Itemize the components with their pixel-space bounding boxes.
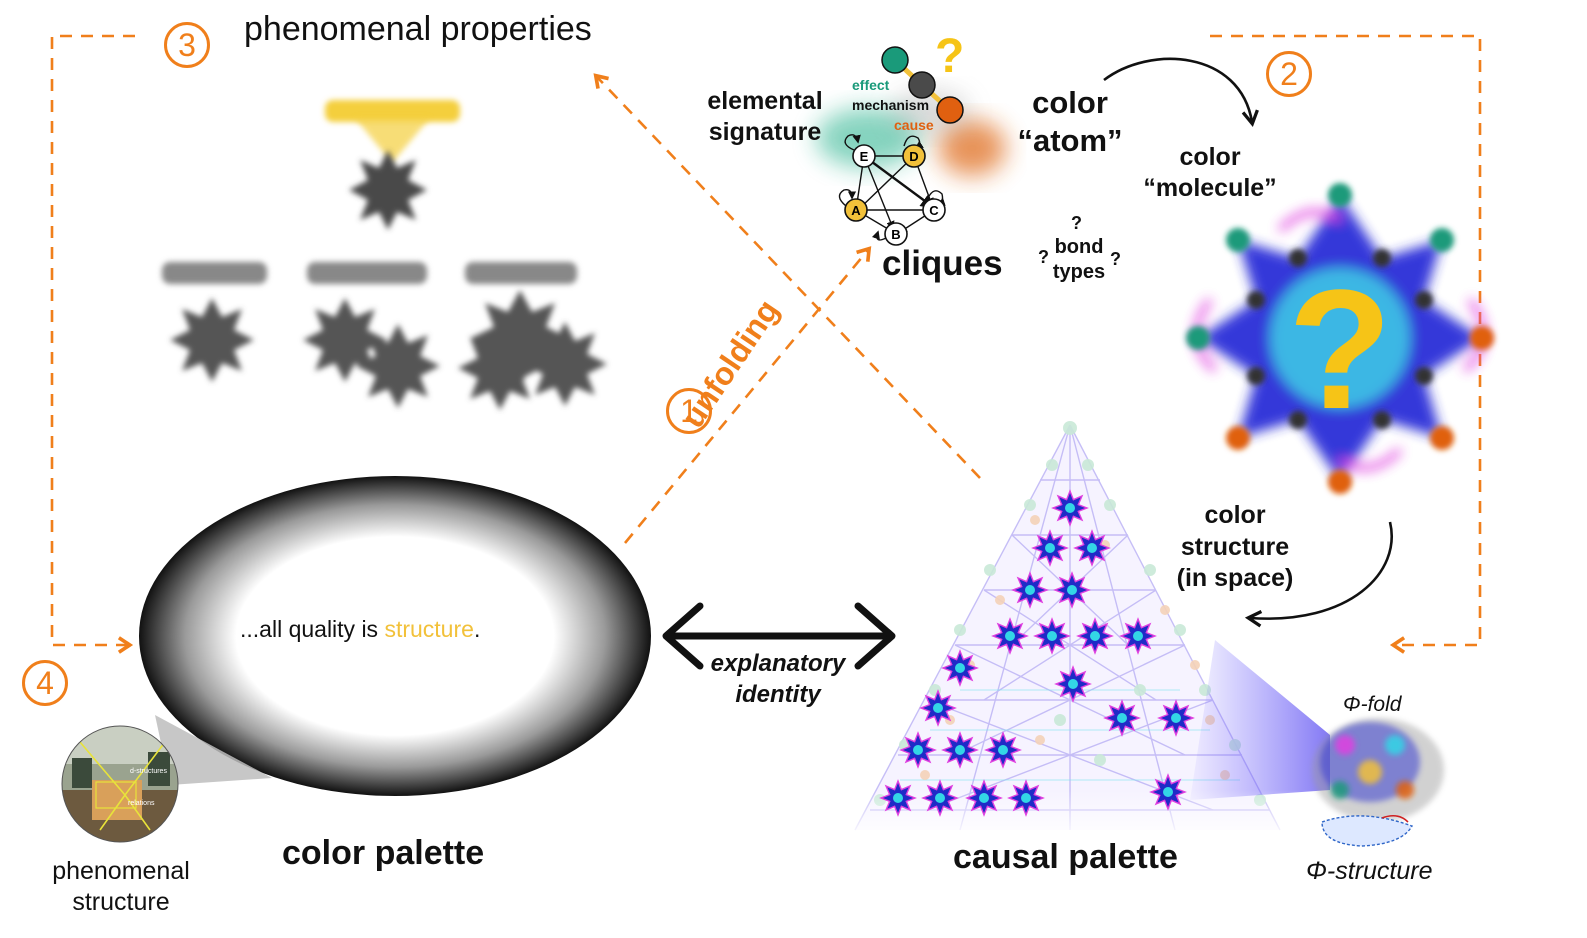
- phi-fold-label: Φ-fold: [1343, 693, 1402, 716]
- causal-palette-pyramid: [820, 421, 1330, 840]
- palette-star: [1051, 489, 1089, 527]
- clique-node-c: C: [922, 198, 946, 222]
- svg-text:d-structures: d-structures: [130, 768, 167, 775]
- properties-arrow: [593, 73, 981, 479]
- bond-types-label: bond types: [1052, 236, 1106, 283]
- palette-star: [921, 779, 959, 817]
- palette-star: [1007, 779, 1045, 817]
- clique-node-e: E: [852, 144, 876, 168]
- step-4-badge: 4: [22, 660, 68, 706]
- palette-star: [1031, 529, 1069, 567]
- speech-tail: [155, 715, 272, 785]
- causal-palette-label: causal palette: [953, 838, 1178, 876]
- palette-star: [1149, 773, 1187, 811]
- palette-star: [899, 731, 937, 769]
- molecule-to-structure-arrow: [1244, 521, 1393, 628]
- bond-types-q-right: ?: [1110, 249, 1121, 269]
- step-2-badge: 2: [1266, 51, 1312, 97]
- phenomenal-properties-title: phenomenal properties: [244, 10, 592, 48]
- quote-prefix: ...all quality is: [240, 616, 385, 642]
- quote-highlight: structure: [384, 616, 474, 642]
- svg-text:relations: relations: [128, 800, 155, 807]
- palette-star: [984, 731, 1022, 769]
- palette-star: [1053, 571, 1091, 609]
- loop-left-dashed: [50, 34, 135, 654]
- quote-suffix: .: [473, 616, 481, 642]
- palette-star: [1011, 571, 1049, 609]
- palette-stars: [879, 489, 1195, 817]
- phenomenal-structure-label: phenomenal structure: [52, 857, 190, 917]
- palette-star: [1033, 617, 1071, 655]
- elemental-signature-label: elemental signature: [707, 87, 823, 147]
- cause-label: cause: [894, 117, 934, 133]
- svg-text:C: C: [929, 203, 939, 218]
- signature-question-mark: ?: [935, 30, 965, 83]
- explanatory-identity-arrow: [662, 602, 896, 670]
- palette-star: [1073, 529, 1111, 567]
- unfolding-arrow: [623, 246, 872, 544]
- palette-star: [1054, 665, 1092, 703]
- molecule-question-mark: ?: [1288, 255, 1392, 445]
- step-1-badge: 1: [666, 388, 712, 434]
- palette-star: [941, 649, 979, 687]
- palette-star: [941, 731, 979, 769]
- palette-star: [1119, 617, 1157, 655]
- palette-star: [1103, 699, 1141, 737]
- palette-star: [1157, 699, 1195, 737]
- svg-text:B: B: [891, 227, 900, 242]
- color-molecule-label: color “molecule”: [1143, 143, 1277, 202]
- bond-types-q-left: ?: [1038, 247, 1049, 267]
- palette-star: [991, 617, 1029, 655]
- step-3-badge: 3: [164, 22, 210, 68]
- svg-text:A: A: [851, 203, 861, 218]
- cliques-label: cliques: [882, 244, 1003, 283]
- effect-label: effect: [852, 77, 890, 93]
- color-palette-label: color palette: [282, 834, 485, 872]
- bond-types-q-top: ?: [1071, 213, 1082, 233]
- clique-node-b: B: [884, 222, 908, 246]
- palette-star: [919, 689, 957, 727]
- color-molecule: [1186, 183, 1494, 494]
- blurred-properties: [162, 100, 607, 410]
- quote-text: ...all quality is structure.: [240, 617, 480, 641]
- palette-star: [965, 779, 1003, 817]
- phi-structure-label: Φ-structure: [1306, 857, 1433, 885]
- explanatory-identity-label: explanatory identity: [710, 650, 846, 709]
- svg-text:D: D: [909, 149, 918, 164]
- mechanism-balls: [881, 46, 964, 124]
- color-structure-label: color structure (in space): [1176, 501, 1294, 592]
- svg-text:E: E: [860, 149, 869, 164]
- phi-fold-cluster: [1312, 718, 1444, 847]
- mechanism-label: mechanism: [852, 97, 930, 113]
- palette-star: [879, 779, 917, 817]
- atom-to-molecule-arrow: [1103, 57, 1259, 128]
- color-atom-label: color “atom”: [1017, 85, 1123, 158]
- clique-node-a: A: [844, 198, 868, 222]
- color-palette-ellipse: [139, 476, 651, 796]
- clique-node-d: D: [902, 144, 926, 168]
- palette-star: [1076, 617, 1114, 655]
